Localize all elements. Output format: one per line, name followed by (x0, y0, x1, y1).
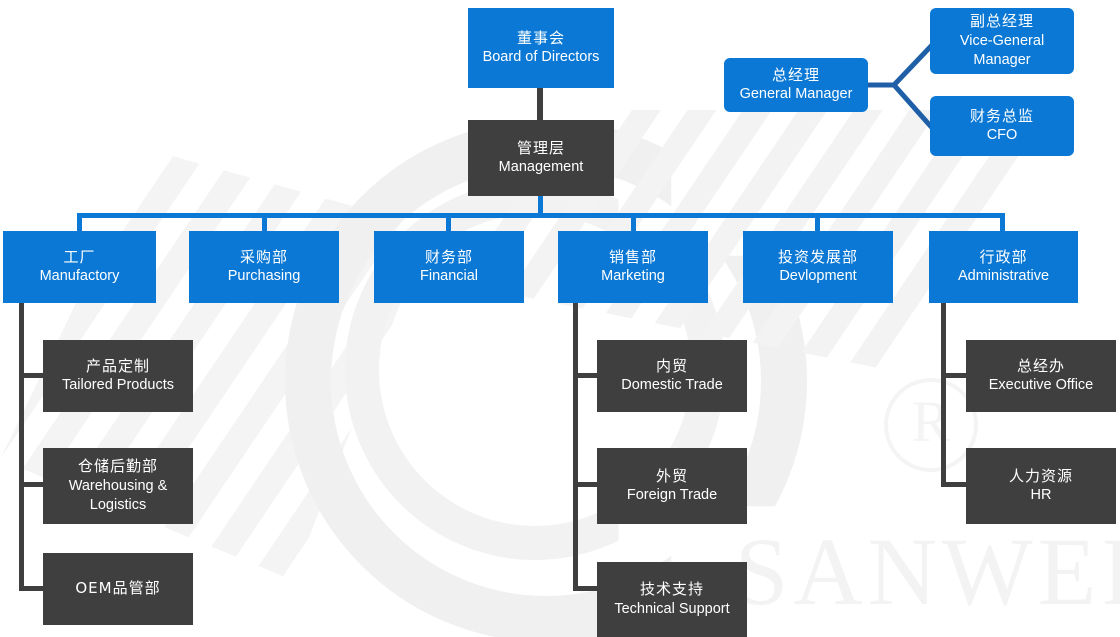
node-department-marketing[interactable]: 销售部 Marketing (558, 231, 708, 303)
connector-department-bus (77, 213, 1005, 218)
connector-drop-development (815, 213, 820, 232)
connector-branch-warehousing-logistics (19, 482, 44, 487)
connector-branch-executive-office (941, 373, 966, 378)
node-warehousing-logistics[interactable]: 仓储后勤部 Warehousing & Logistics (43, 448, 193, 524)
node-cfo-zh: 财务总监 (969, 106, 1034, 125)
connector-drop-financial (446, 213, 451, 232)
node-department-purchasing-zh: 采购部 (239, 247, 288, 266)
node-department-manufactory-en: Manufactory (39, 268, 120, 285)
connector-trunk-marketing (573, 303, 578, 591)
connector-drop-marketing (631, 213, 636, 232)
connector-drop-manufactory (77, 213, 82, 232)
node-technical-support-en: Technical Support (614, 600, 730, 617)
node-department-development-en: Devlopment (779, 268, 857, 285)
node-executive-office-en: Executive Office (988, 377, 1094, 394)
connector-branch-domestic-trade (573, 373, 598, 378)
node-domestic-trade-en: Domestic Trade (621, 377, 723, 394)
connector-branch-oem-quality-control (19, 586, 44, 591)
node-tailored-products[interactable]: 产品定制 Tailored Products (43, 340, 193, 412)
node-board-of-directors[interactable]: 董事会 Board of Directors (468, 8, 614, 88)
node-vice-general-manager-zh: 副总经理 (969, 12, 1034, 31)
node-department-financial-en: Financial (419, 268, 479, 285)
node-management-zh: 管理层 (516, 138, 565, 157)
connector-trunk-administrative (941, 303, 946, 487)
registered-trademark-icon: R (884, 378, 978, 472)
connector-drop-purchasing (262, 213, 267, 232)
node-board-of-directors-zh: 董事会 (516, 28, 565, 47)
connector-branch-foreign-trade (573, 482, 598, 487)
node-cfo-en: CFO (986, 127, 1018, 144)
node-management-en: Management (498, 159, 584, 176)
node-general-manager-en: General Manager (739, 86, 853, 103)
node-department-development[interactable]: 投资发展部 Devlopment (743, 231, 893, 303)
node-department-manufactory-zh: 工厂 (63, 247, 96, 266)
node-technical-support-zh: 技术支持 (639, 580, 704, 599)
node-oem-quality-control[interactable]: OEM品管部 (43, 553, 193, 625)
node-general-manager[interactable]: 总经理 General Manager (724, 58, 868, 112)
node-department-marketing-en: Marketing (601, 268, 665, 285)
connector-trunk-manufactory (19, 303, 24, 591)
node-department-purchasing-en: Purchasing (227, 268, 301, 285)
node-vice-general-manager[interactable]: 副总经理 Vice-General Manager (930, 8, 1074, 74)
node-department-administrative-zh: 行政部 (979, 247, 1028, 266)
node-warehousing-logistics-zh: 仓储后勤部 (77, 457, 158, 476)
connector-board-to-management (537, 88, 543, 120)
node-executive-office[interactable]: 总经办 Executive Office (966, 340, 1116, 412)
node-tailored-products-en: Tailored Products (61, 377, 175, 394)
node-cfo[interactable]: 财务总监 CFO (930, 96, 1074, 156)
node-foreign-trade[interactable]: 外贸 Foreign Trade (597, 448, 747, 524)
node-general-manager-zh: 总经理 (771, 65, 820, 84)
node-executive-office-zh: 总经办 (1016, 356, 1065, 375)
node-domestic-trade-zh: 内贸 (655, 356, 688, 375)
connector-gm-branches (867, 41, 936, 132)
node-department-financial[interactable]: 财务部 Financial (374, 231, 524, 303)
connector-drop-administrative (1000, 213, 1005, 232)
node-department-manufactory[interactable]: 工厂 Manufactory (3, 231, 156, 303)
node-vice-general-manager-en: Vice-General Manager (959, 33, 1045, 68)
node-department-administrative[interactable]: 行政部 Administrative (929, 231, 1078, 303)
node-hr-zh: 人力资源 (1008, 466, 1073, 485)
node-department-marketing-zh: 销售部 (608, 247, 657, 266)
node-technical-support[interactable]: 技术支持 Technical Support (597, 562, 747, 637)
node-management[interactable]: 管理层 Management (468, 120, 614, 196)
node-foreign-trade-en: Foreign Trade (626, 487, 718, 504)
node-department-administrative-en: Administrative (957, 268, 1050, 285)
node-hr-en: HR (1030, 487, 1052, 504)
watermark-wordmark: SANWEI (735, 518, 1120, 625)
node-foreign-trade-zh: 外贸 (655, 466, 688, 485)
node-hr[interactable]: 人力资源 HR (966, 448, 1116, 524)
node-department-purchasing[interactable]: 采购部 Purchasing (189, 231, 339, 303)
node-tailored-products-zh: 产品定制 (85, 356, 150, 375)
connector-branch-hr (941, 482, 966, 487)
node-oem-quality-control-zh: OEM品管部 (75, 579, 161, 598)
node-board-of-directors-en: Board of Directors (482, 49, 600, 66)
node-department-development-zh: 投资发展部 (777, 247, 858, 266)
connector-branch-tailored-products (19, 373, 44, 378)
node-warehousing-logistics-en: Warehousing & Logistics (68, 478, 168, 513)
node-department-financial-zh: 财务部 (424, 247, 473, 266)
node-domestic-trade[interactable]: 内贸 Domestic Trade (597, 340, 747, 412)
connector-branch-technical-support (573, 586, 598, 591)
